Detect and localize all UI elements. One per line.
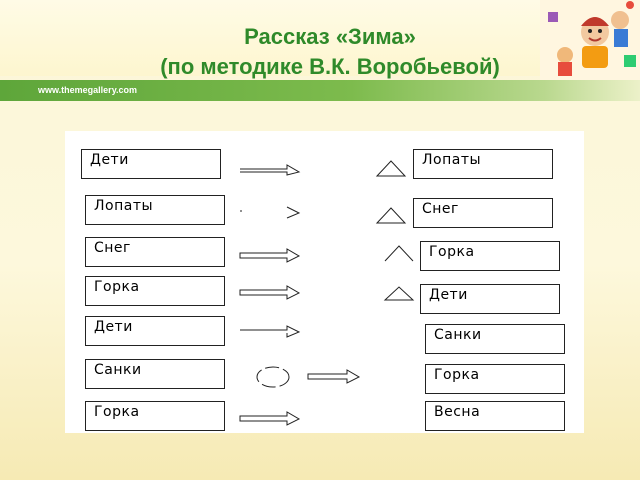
page-title: Рассказ «Зима» (по методике В.К. Воробье… [60,22,600,82]
right-word-box: Горка [425,364,565,394]
website-url: www.themegallery.com [38,85,138,95]
arrow-icon [240,164,301,176]
triangle-icon [384,245,414,262]
scheme-symbols [239,160,415,426]
right-word-box: Дети [420,284,560,314]
left-word-box: Горка [85,276,225,306]
triangle-icon [375,207,407,224]
header-band [0,0,640,76]
left-word-box: Лопаты [85,195,225,225]
scheme-panel: Дети Лопаты Снег Горка Дети Санки Горка … [65,131,584,433]
left-word-box: Горка [85,401,225,431]
arrow-icon [239,285,301,300]
oval-icon [256,366,290,388]
arrow-icon [307,369,361,384]
arrow-icon [240,206,301,219]
right-word-box: Весна [425,401,565,431]
right-word-box: Снег [413,198,553,228]
arrow-icon [239,411,301,426]
triangle-icon [383,286,415,301]
right-word-box: Санки [425,324,565,354]
left-word-box: Дети [85,316,225,346]
left-word-box: Снег [85,237,225,267]
title-line-2: (по методике В.К. Воробьевой) [160,54,500,79]
arrow-icon [239,248,301,263]
header-stripe [0,80,640,101]
arrow-icon [240,325,301,338]
right-word-box: Лопаты [413,149,553,179]
left-word-box: Санки [85,359,225,389]
title-line-1: Рассказ «Зима» [244,24,416,49]
left-word-box: Дети [81,149,221,179]
right-word-box: Горка [420,241,560,271]
triangle-icon [375,160,407,177]
children-illustration [540,0,640,80]
